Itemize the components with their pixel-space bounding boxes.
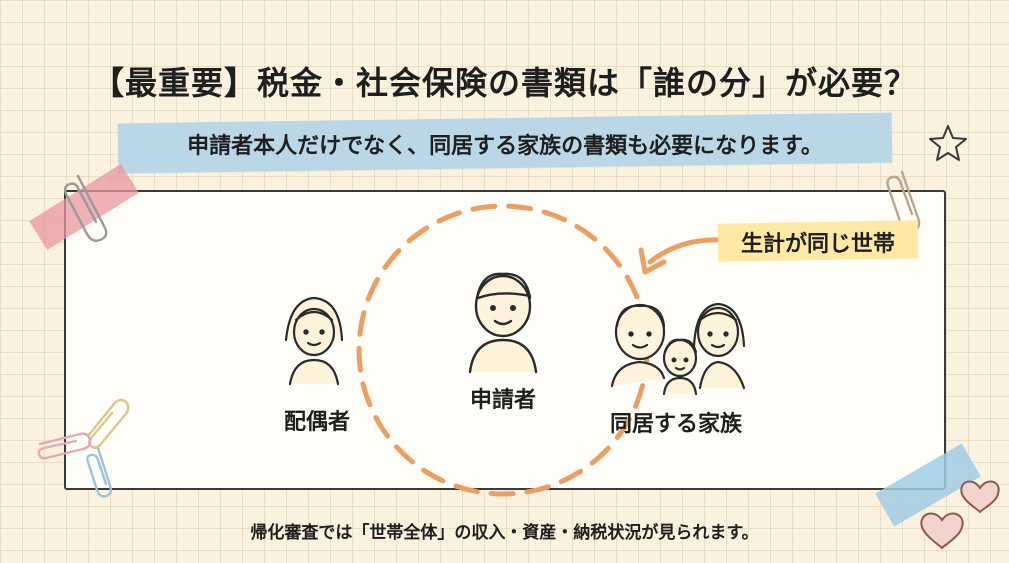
family-icon xyxy=(610,302,746,396)
star-icon xyxy=(929,125,967,161)
paper-clip-icon xyxy=(63,174,108,242)
paper-clip-icon xyxy=(86,398,130,449)
paper-clip-icon xyxy=(86,446,113,498)
spouse-label: 配偶者 xyxy=(283,410,350,435)
page-title: 【最重要】税金・社会保険の書類は「誰の分」が必要？ xyxy=(91,64,917,102)
spouse-icon xyxy=(284,296,344,386)
arrow-icon xyxy=(647,237,725,265)
family-label: 同居する家族 xyxy=(609,412,742,437)
household-label: 生計が同じ世帯 xyxy=(740,232,895,257)
paper-clip-icon xyxy=(37,432,92,460)
arrowhead-icon xyxy=(638,247,667,275)
applicant-label: 申請者 xyxy=(469,388,536,413)
heart-icon xyxy=(920,512,964,550)
heart-icon xyxy=(960,480,1000,514)
applicant-icon xyxy=(468,272,538,374)
page-subtitle: 申請者本人だけでなく、同居する家族の書類も必要になります。 xyxy=(187,134,823,159)
footer-note: 帰化審査では「世帯全体」の収入・資産・納税状況が見られます。 xyxy=(250,523,759,543)
